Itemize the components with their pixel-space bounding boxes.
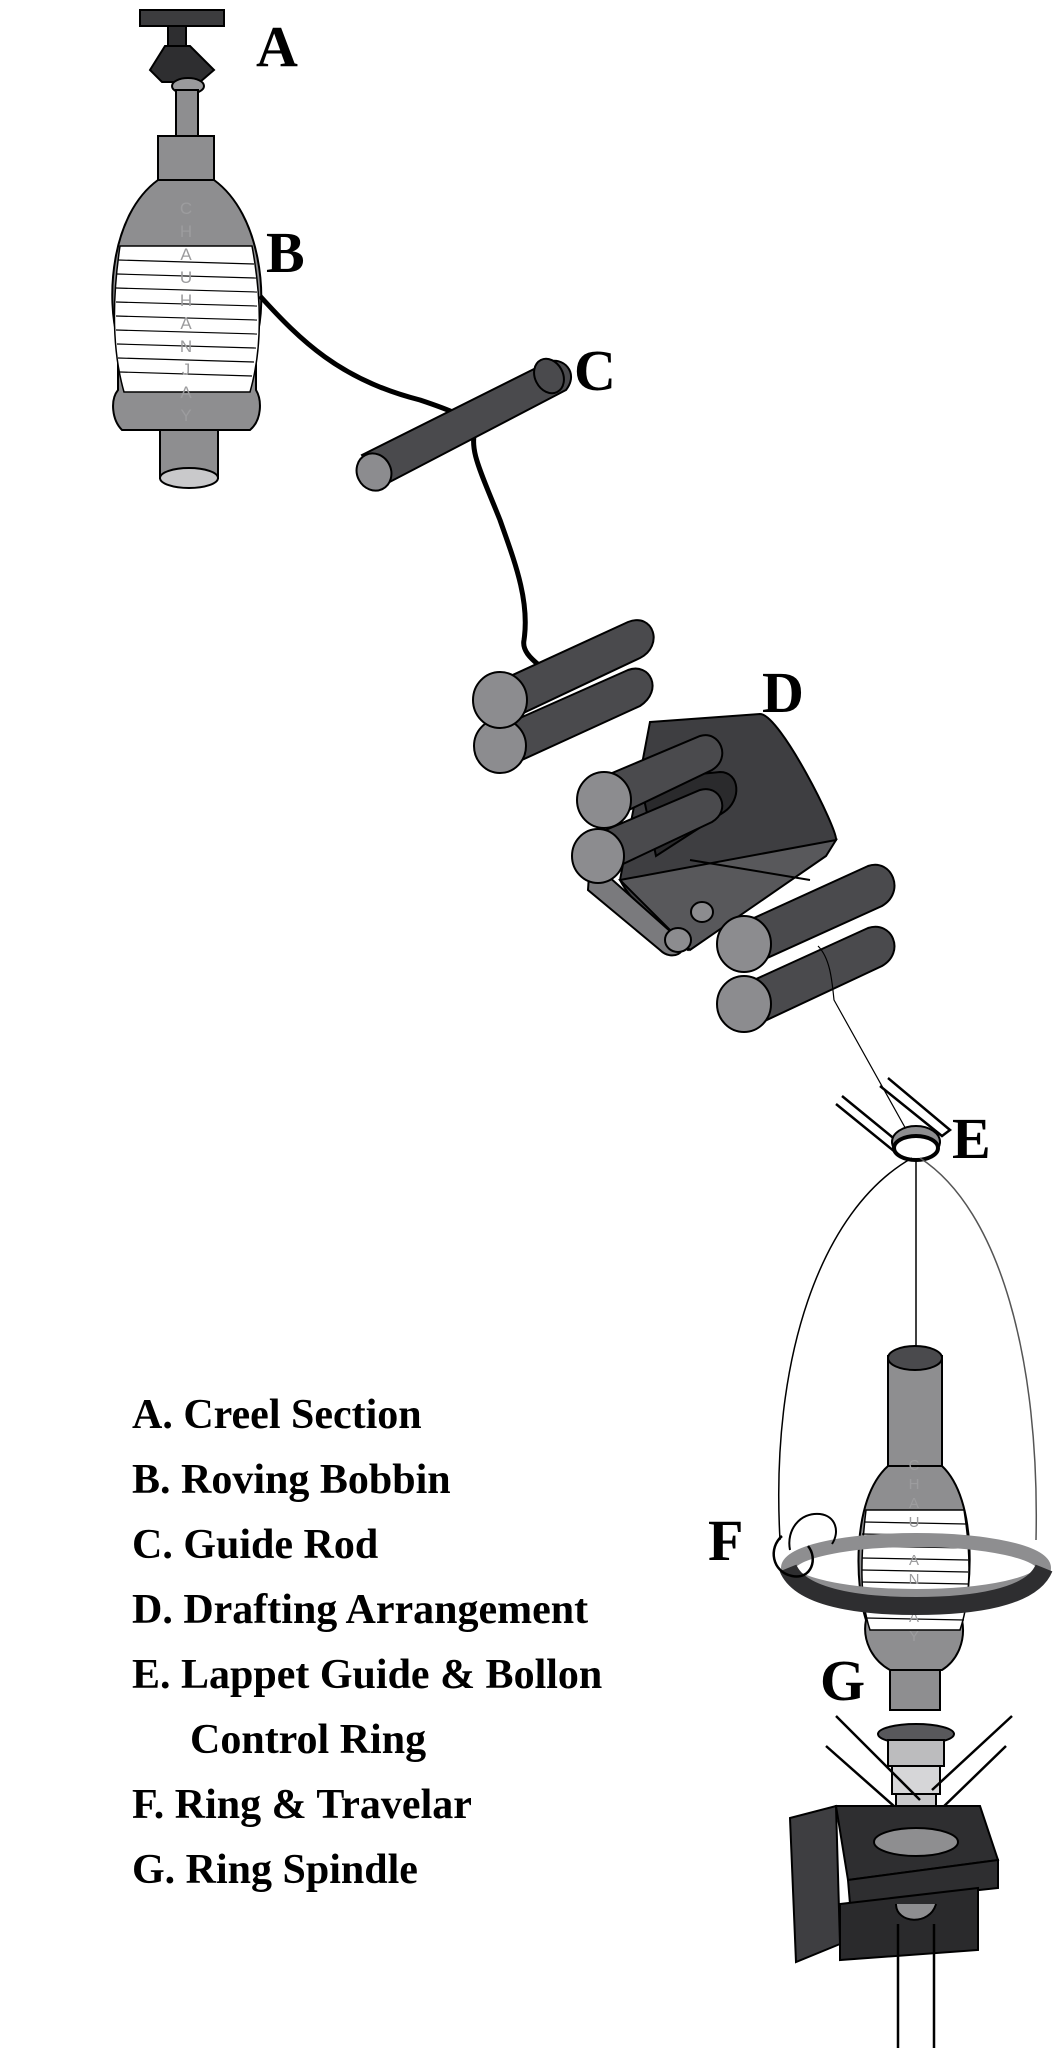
label-d: D [762, 660, 804, 725]
drafting-arrangement [472, 619, 896, 1033]
creel-hanger [139, 9, 225, 137]
roving-bobbin [111, 135, 263, 489]
watermark-letter: N [909, 1571, 920, 1588]
watermark-letter: H [909, 1476, 920, 1493]
legend-item: F. Ring & Travelar [132, 1782, 472, 1828]
legend-item: D. Drafting Arrangement [132, 1587, 588, 1633]
watermark-letter: A [909, 1552, 919, 1569]
label-c: C [574, 338, 616, 403]
spinning-ring [772, 1512, 1053, 1616]
watermark-letter: A [909, 1495, 919, 1512]
spindle-bolster-arms [825, 1715, 1013, 1823]
watermark-letter: A [180, 245, 192, 264]
guide-rod [355, 357, 573, 492]
traveller [772, 1535, 814, 1578]
lappet-guide [835, 1077, 953, 1162]
middle-rollers [571, 734, 724, 884]
label-b: B [266, 220, 305, 285]
legend-item: B. Roving Bobbin [132, 1457, 451, 1503]
label-a: A [256, 14, 298, 79]
roving-yarn [258, 294, 542, 668]
watermark-letter: C [909, 1457, 920, 1474]
watermark-letter: J [182, 360, 191, 379]
watermark-letter: Y [180, 406, 191, 425]
spindle-rail [788, 1804, 1000, 2048]
watermark-letter: N [180, 337, 192, 356]
yarn-balloon [777, 1157, 1038, 1541]
drafted-yarn [817, 945, 913, 1141]
watermark-letter: U [180, 268, 192, 287]
watermark-letter: A [909, 1609, 919, 1626]
watermark-letter: A [180, 314, 192, 333]
legend-item: A. Creel Section [132, 1392, 422, 1438]
watermark-letter: Y [909, 1628, 919, 1645]
front-rollers [716, 863, 896, 1033]
legend-item: Control Ring [190, 1717, 426, 1763]
label-e: E [952, 1106, 991, 1171]
label-g: G [820, 1648, 865, 1713]
legend-item: C. Guide Rod [132, 1522, 378, 1568]
legend: A. Creel Section B. Roving Bobbin C. Guide… [132, 1392, 602, 1893]
watermark-letter: U [909, 1514, 920, 1531]
watermark-letter: H [180, 291, 192, 310]
watermark-letter: H [180, 222, 192, 241]
watermark-letter: A [180, 383, 192, 402]
label-f: F [708, 1508, 743, 1573]
legend-item: G. Ring Spindle [132, 1847, 418, 1893]
legend-item: E. Lappet Guide & Bollon [132, 1652, 602, 1698]
back-rollers [472, 619, 655, 774]
watermark-letter: C [180, 199, 192, 218]
